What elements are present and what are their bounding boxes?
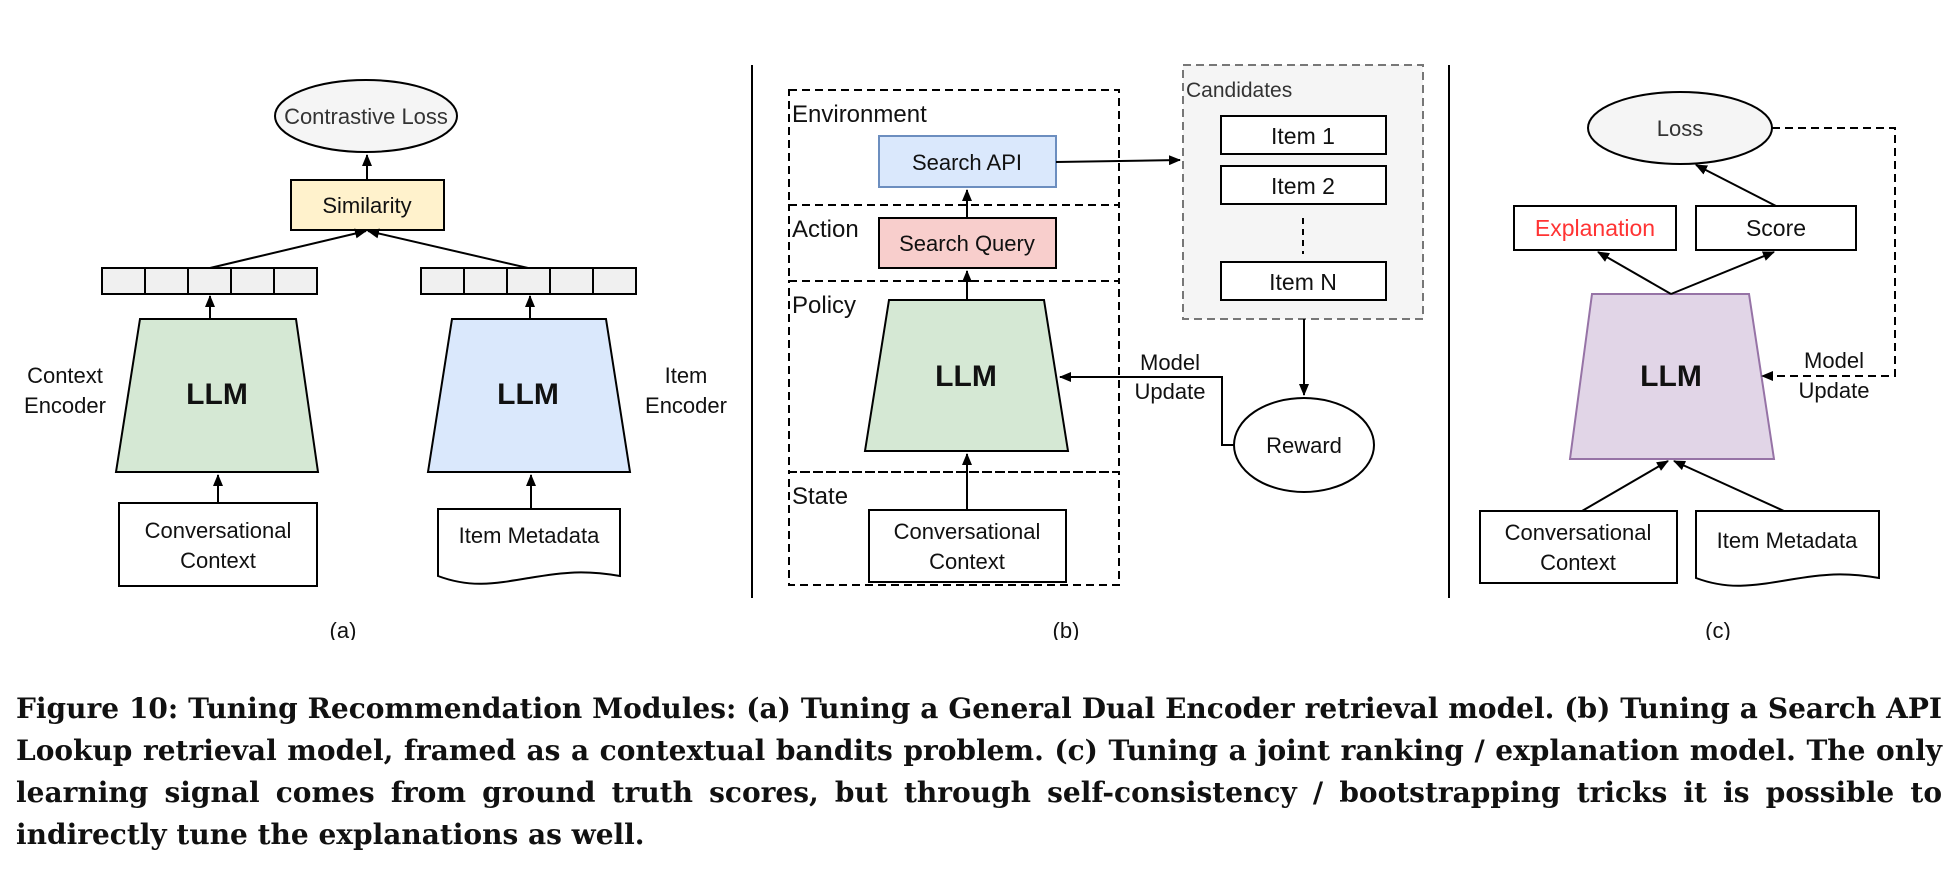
search-api-node (878, 135, 1057, 188)
item-metadata-node-a (437, 508, 621, 585)
figure-diagram: Contrastive Loss Similarity LLM (24, 64, 1896, 640)
left-embedding-vector (101, 267, 318, 295)
item-n-node (1220, 261, 1387, 301)
score-node (1695, 205, 1857, 251)
loss-label: Loss (1657, 116, 1703, 141)
reward-label: Reward (1266, 433, 1342, 458)
conversational-context-c-line1: Conversational (1505, 520, 1652, 545)
conversational-context-a-line2: Context (180, 548, 256, 573)
similarity-node (290, 179, 445, 231)
policy-label: Policy (792, 292, 856, 319)
item-metadata-a-label: Item Metadata (459, 523, 600, 548)
explanation-node (1513, 205, 1677, 251)
item-metadata-c-label: Item Metadata (1717, 528, 1858, 553)
item-encoder-llm (426, 318, 632, 473)
llm-left-label: LLM (186, 378, 248, 411)
search-query-label: Search Query (899, 231, 1035, 256)
environment-region (788, 89, 1120, 206)
search-api-label: Search API (912, 150, 1022, 175)
panel-a: Contrastive Loss Similarity LLM (24, 79, 727, 640)
model-update-edge-b (1059, 372, 1234, 446)
item-n-label: Item N (1269, 269, 1337, 295)
action-region (788, 204, 1120, 282)
ranking-llm-label: LLM (1640, 360, 1702, 393)
conversational-context-b-line1: Conversational (894, 519, 1041, 544)
ranking-explanation-llm (1568, 293, 1776, 460)
item-1-label: Item 1 (1271, 123, 1335, 149)
policy-llm (863, 299, 1070, 452)
candidates-label: Candidates (1186, 79, 1292, 102)
conversational-context-node-c (1479, 510, 1678, 584)
model-update-b-line2: Update (1135, 379, 1206, 404)
similarity-label: Similarity (322, 193, 411, 218)
conversational-context-node-b (868, 509, 1067, 583)
item-2-node (1220, 165, 1387, 205)
environment-label: Environment (792, 101, 927, 128)
context-encoder-text-1: Context (27, 363, 103, 388)
panel-c: Loss Explanation Score LLM Model Update … (1479, 91, 1896, 640)
llm-right-label: LLM (497, 378, 559, 411)
item-metadata-node-c (1695, 510, 1880, 587)
state-label: State (792, 483, 848, 510)
policy-llm-label: LLM (935, 360, 997, 393)
score-label: Score (1746, 215, 1806, 241)
action-label: Action (792, 216, 859, 243)
explanation-label: Explanation (1535, 215, 1655, 241)
conversational-context-c-line2: Context (1540, 550, 1616, 575)
conversational-context-a-line1: Conversational (145, 518, 292, 543)
item-2-label: Item 2 (1271, 173, 1335, 199)
item-encoder-text-1: Item (665, 363, 708, 388)
panel-c-caption: (c) (1705, 618, 1731, 640)
panel-b-caption: (b) (1053, 618, 1080, 640)
conversational-context-node-a (118, 502, 318, 587)
figure-caption: Figure 10: Tuning Recommendation Modules… (16, 692, 1942, 851)
right-embedding-vector (420, 267, 637, 295)
search-query-node (878, 217, 1057, 269)
item-1-node (1220, 115, 1387, 155)
contrastive-loss-node (274, 79, 458, 153)
panel-b: Environment Action Policy State Search A… (788, 64, 1424, 640)
model-update-edge-c (1761, 127, 1896, 381)
model-update-c-line1: Model (1804, 348, 1864, 373)
panel-a-caption: (a) (330, 618, 357, 640)
model-update-c-line2: Update (1799, 378, 1870, 403)
model-update-b-line1: Model (1140, 350, 1200, 375)
context-encoder-text-2: Encoder (24, 393, 106, 418)
item-encoder-text-2: Encoder (645, 393, 727, 418)
context-encoder-llm (114, 318, 320, 473)
contrastive-loss-label: Contrastive Loss (284, 104, 448, 129)
conversational-context-b-line2: Context (929, 549, 1005, 574)
